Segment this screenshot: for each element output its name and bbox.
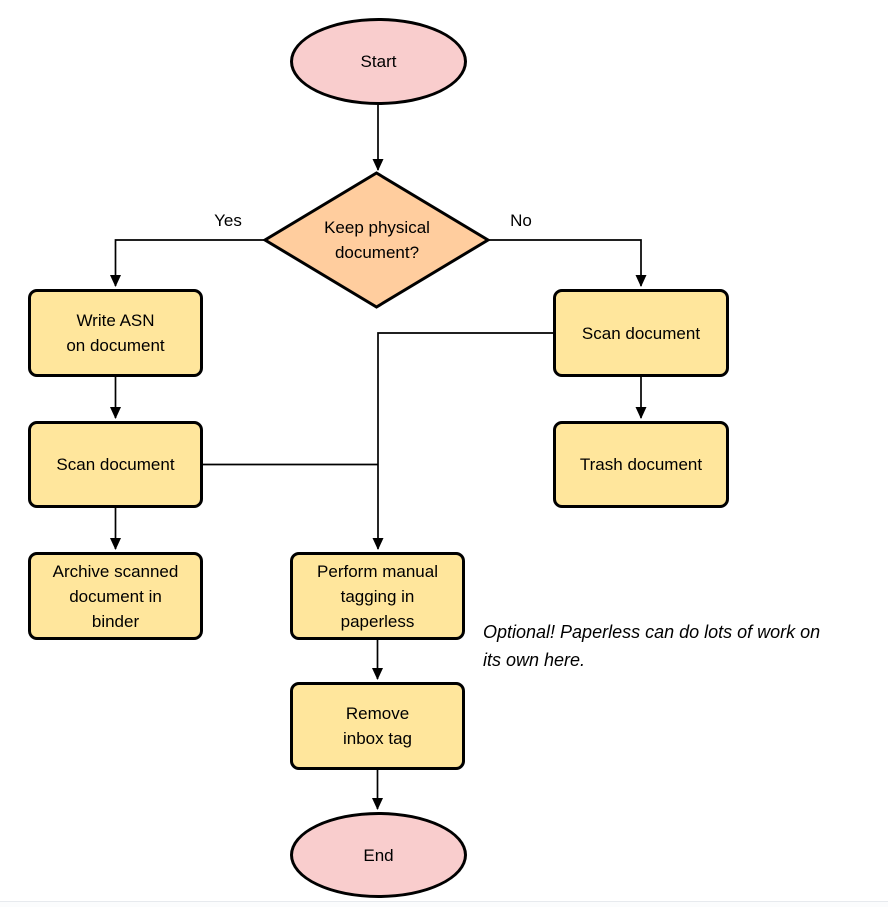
node-decision-label: Keep physical document? [324,218,430,262]
edge-label-no: No [510,211,532,230]
node-end: End [290,812,467,898]
node-start: Start [290,18,467,105]
node-remove-inbox-label: Remove inbox tag [343,704,412,748]
node-trash-document: Trash document [553,421,729,508]
node-scan-right-label: Scan document [581,323,701,343]
node-end-label: End [363,845,394,865]
node-scan-left-label: Scan document [56,455,175,474]
node-archive-scanned: Archive scanned document in binder [28,552,203,640]
node-manual-tagging: Perform manual tagging in paperless [290,552,465,640]
node-trash-label: Trash document [579,455,703,474]
node-start-label: Start [360,52,397,71]
bottom-edge-divider [0,901,888,907]
node-archive-label: Archive scanned document in binder [52,561,179,631]
edge-label-yes: Yes [214,211,242,230]
optional-annotation: Optional! Paperless can do lots of work … [483,622,821,670]
node-remove-inbox-tag: Remove inbox tag [290,682,465,770]
node-write-asn: Write ASN on document [28,289,203,377]
edge-decision-yes-to-write-asn [110,239,265,287]
node-scan-document-right: Scan document [553,289,729,377]
node-scan-document-left: Scan document [28,421,203,508]
edge-scan-right-to-tagging [372,332,553,550]
node-tagging-label: Perform manual tagging in paperless [317,561,438,631]
decision-diamond-shape [262,171,491,309]
edge-decision-no-to-scan-right [488,239,647,287]
node-write-asn-label: Write ASN on document [66,311,165,355]
